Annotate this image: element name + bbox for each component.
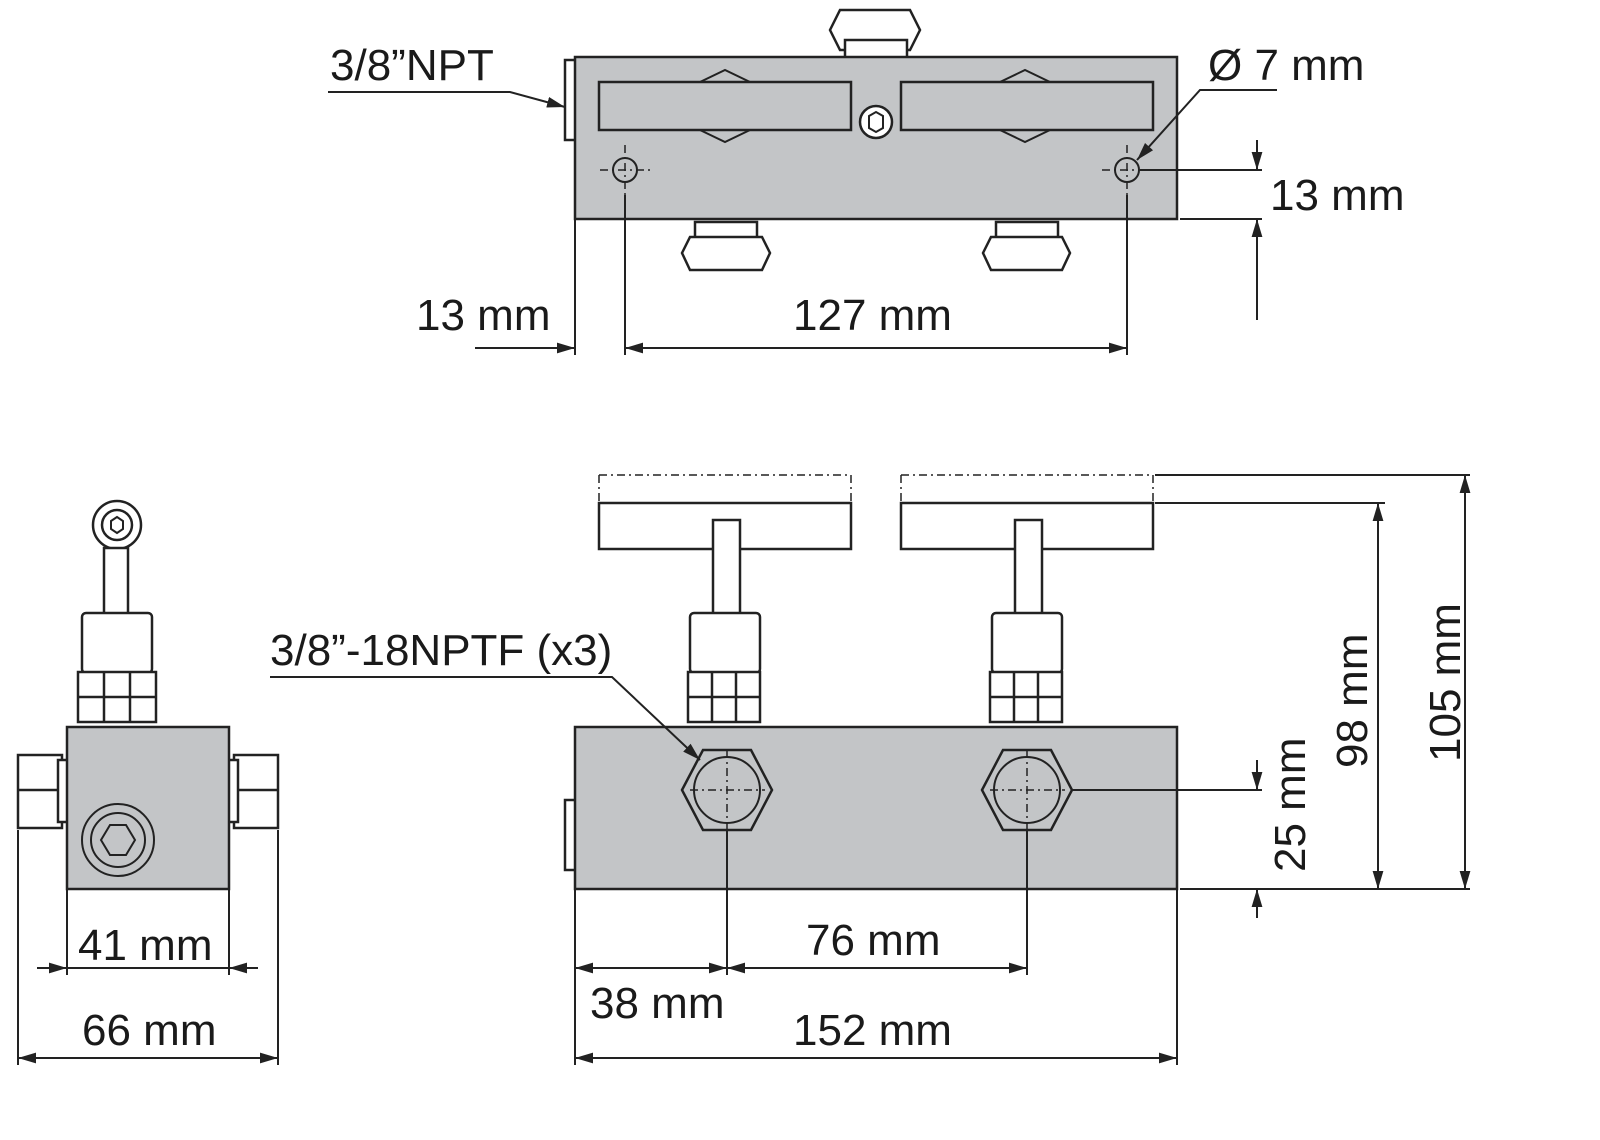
npt-port-label: 3/8”NPT [330,41,494,90]
handle-height-label: 98 mm [1328,634,1377,768]
hole-spacing-label: 127 mm [793,291,952,340]
port-spacing-label: 76 mm [806,916,940,965]
port-height-label: 25 mm [1266,738,1315,872]
total-width-label: 66 mm [82,1006,216,1055]
nptf-ports-label: 3/8”-18NPTF (x3) [270,626,612,675]
handle-left [597,80,853,132]
port-left [680,748,774,832]
port-right [980,748,1074,832]
mount-hole-left [600,145,650,195]
total-length-label: 152 mm [793,1006,952,1055]
body-width-label: 41 mm [78,921,212,970]
port-offset-label: 38 mm [590,979,724,1028]
valve-right [899,474,1155,724]
handle-right [899,80,1155,132]
hole-offset-vertical-label: 13 mm [1270,171,1404,220]
valve-left [597,474,853,724]
top-view: 3/8”NPT Ø 7 mm 13 mm 13 mm 127 mm [328,8,1404,355]
total-height-label: 105 mm [1421,603,1470,762]
hole-offset-horizontal-label: 13 mm [416,291,550,340]
hole-diameter-label: Ø 7 mm [1208,41,1364,90]
front-view: 3/8”-18NPTF (x3) 25 mm 98 mm 105 mm 76 m… [270,474,1471,1065]
side-view: 41 mm 66 mm [16,499,280,1065]
